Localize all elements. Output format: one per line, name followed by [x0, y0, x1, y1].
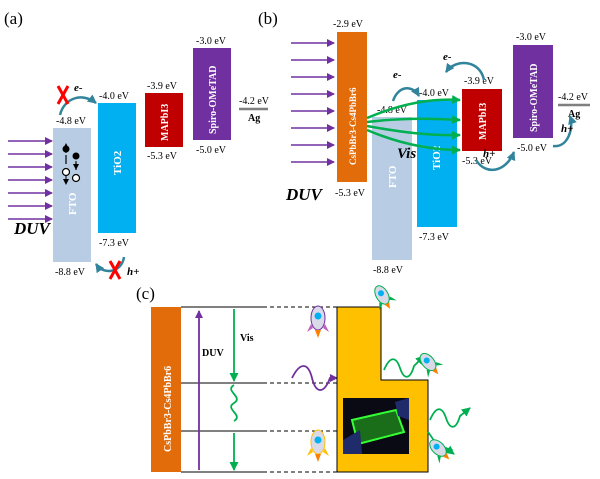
panel-c-label: (c)	[136, 284, 155, 303]
panel-a-hole-arrow	[94, 256, 126, 274]
panel-a-mapbi3-block	[145, 93, 183, 147]
panel-b-hole-arrow-2	[552, 115, 577, 148]
panel-a-mapbi3-bottom: -5.3 eV	[147, 151, 178, 162]
panel-c-cspb-name: CsPbBr3-Cs4PbBr6	[163, 366, 174, 452]
panel-a-electron-arrow	[58, 94, 97, 116]
panel-b-mapbi3-name: MAPbI3	[478, 103, 489, 140]
panel-a-mapbi3-name: MAPbI3	[160, 104, 171, 141]
panel-a-spiro-top: -3.0 eV	[196, 36, 227, 47]
panel-b-vis-arrows	[366, 94, 461, 155]
panel-a: (a) DUV FTO -4.8 eV -8.8 eV	[4, 9, 270, 280]
panel-a-fto-bottom: -8.8 eV	[55, 267, 86, 278]
panel-b-label: (b)	[258, 9, 278, 28]
panel-a-hole-label: h+	[127, 266, 139, 278]
panel-a-spiro-name: Spiro-OMeTAD	[208, 65, 219, 134]
rocket-icon	[374, 285, 397, 311]
panel-b-fto-block	[372, 117, 412, 260]
panel-a-mapbi3-top: -3.9 eV	[147, 81, 178, 92]
panel-a-cross-hole	[108, 260, 122, 280]
panel-c-vis-transitions	[229, 309, 239, 471]
panel-b-ag-level: -4.2 eV	[558, 92, 589, 103]
panel-b-electron-label-2: e-	[443, 51, 452, 63]
panel-b-spiro-top: -3.0 eV	[516, 32, 547, 43]
panel-a-tio2-block	[98, 103, 136, 233]
rocket-icon	[307, 429, 329, 462]
panel-b-electron-label-1: e-	[393, 69, 402, 81]
panel-b-spiro-bottom: -5.0 eV	[517, 143, 548, 154]
panel-b-hole-label-1: h+	[483, 148, 495, 160]
panel-b-spiro-name: Spiro-OMeTAD	[529, 63, 540, 132]
panel-b-fto-name: FTO	[387, 165, 399, 188]
panel-b-hole-arrow-1	[474, 151, 516, 172]
rocket-icon	[307, 305, 329, 338]
panel-b-duv-label: DUV	[285, 185, 324, 204]
panel-a-spiro-block	[193, 48, 231, 140]
panel-a-electron-label: e-	[74, 82, 83, 94]
panel-a-fto-block	[53, 128, 91, 262]
rocket-icon	[429, 439, 454, 464]
panel-b-spiro-block	[513, 45, 553, 138]
panel-b-tio2-block	[417, 100, 457, 227]
panel-a-label: (a)	[4, 9, 23, 28]
panel-a-fto-name: FTO	[67, 192, 79, 215]
panel-b-mapbi3-block	[462, 89, 502, 151]
panel-c-vis-label: Vis	[240, 333, 254, 344]
panel-b-tio2-top: -4.0 eV	[419, 88, 450, 99]
panel-b-electron-arrow-2	[444, 61, 486, 81]
panel-b: (b) DUV CsPbBr3-Cs4PbBr6 -2.9 eV -5.3 eV…	[258, 9, 590, 276]
panel-c-energy-levels	[181, 306, 337, 473]
panel-c-duv-label: DUV	[202, 348, 224, 359]
panel-a-tio2-name: TiO2	[112, 150, 124, 175]
panel-b-fto-top: -4.8 eV	[377, 105, 408, 116]
panel-b-tio2-bottom: -7.3 eV	[419, 232, 450, 243]
panel-c-photo-glove-right	[395, 398, 409, 420]
panel-a-duv-arrows	[8, 137, 53, 223]
panel-a-tio2-bottom: -7.3 eV	[99, 238, 130, 249]
panel-c-purple-wave	[291, 365, 338, 391]
panel-b-mapbi3-top: -3.9 eV	[464, 76, 495, 87]
panel-b-cspb-name: CsPbBr3-Cs4PbBr6	[348, 87, 358, 165]
panel-b-cspb-block	[337, 32, 367, 182]
panel-a-ag-name: Ag	[248, 113, 260, 124]
panel-b-vis-label: Vis	[397, 146, 416, 162]
panel-c-photo-glove-left	[343, 430, 362, 454]
rocket-icon	[419, 352, 444, 378]
panel-a-spiro-bottom: -5.0 eV	[196, 145, 227, 156]
panel-a-tio2-top: -4.0 eV	[99, 91, 130, 102]
panel-b-tio2-name: TiO2	[431, 145, 443, 170]
panel-c-cspb-block	[151, 307, 181, 472]
panel-a-duv-label: DUV	[13, 219, 52, 238]
panel-b-electron-arrow-1	[391, 86, 421, 102]
panel-b-duv-arrows	[291, 39, 335, 166]
panel-a-cross-electron	[56, 85, 70, 105]
panel-a-ag-level: -4.2 eV	[239, 96, 270, 107]
panel-a-fto-top: -4.8 eV	[56, 116, 87, 127]
panel-b-cspb-top: -2.9 eV	[333, 19, 364, 30]
panel-b-hole-label-2: h+	[561, 123, 573, 135]
panel-b-ag-name: Ag	[568, 109, 580, 120]
panel-b-cspb-bottom: -5.3 eV	[335, 188, 366, 199]
panel-a-carriers	[61, 143, 81, 185]
panel-c: (c) CsPbBr3-Cs4PbBr6 DUV Vis	[136, 284, 471, 473]
panel-b-fto-bottom: -8.8 eV	[373, 265, 404, 276]
